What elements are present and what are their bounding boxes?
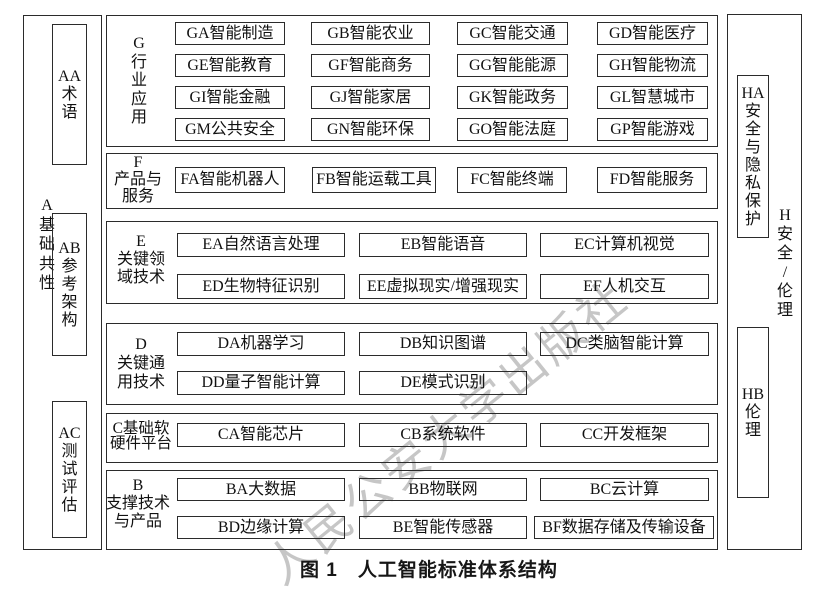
box-fd: FD智能服务 xyxy=(597,167,707,193)
box-gl: GL智慧城市 xyxy=(597,86,708,109)
section-c-frame xyxy=(106,413,718,463)
group-a-label: A 基 础 共 性 xyxy=(38,197,55,292)
box-gf: GF智能商务 xyxy=(311,54,430,77)
box-be: BE智能传感器 xyxy=(359,516,527,539)
box-cc: CC开发框架 xyxy=(540,423,709,447)
box-gh: GH智能物流 xyxy=(597,54,708,77)
box-ge: GE智能教育 xyxy=(175,54,285,77)
box-fc: FC智能终端 xyxy=(457,167,567,193)
group-h-label: H 安 全 / 伦 理 xyxy=(776,207,793,319)
box-ac: AC 测 试 评 估 xyxy=(52,401,87,538)
box-hb: HB 伦 理 xyxy=(737,327,769,498)
box-eb: EB智能语音 xyxy=(359,233,527,257)
section-f-frame xyxy=(106,153,718,209)
section-e-frame xyxy=(106,221,718,304)
box-gn: GN智能环保 xyxy=(311,118,430,141)
section-e-label: E 关键领 域技术 xyxy=(116,233,165,286)
box-ee: EE虚拟现实/增强现实 xyxy=(359,274,527,299)
section-f-label: F 产品与 服务 xyxy=(113,154,162,205)
box-bc: BC云计算 xyxy=(540,478,709,501)
box-gj: GJ智能家居 xyxy=(311,86,430,109)
box-gk: GK智能政务 xyxy=(457,86,568,109)
box-db: DB知识图谱 xyxy=(359,332,527,356)
box-gi: GI智能金融 xyxy=(175,86,285,109)
box-ea: EA自然语言处理 xyxy=(177,233,345,257)
box-bd: BD边缘计算 xyxy=(177,516,345,539)
box-ba: BA大数据 xyxy=(177,478,345,501)
box-bf: BF数据存储及传输设备 xyxy=(534,516,714,539)
section-g-label: G 行 业 应 用 xyxy=(130,35,147,126)
section-b-frame xyxy=(106,470,718,550)
box-ed: ED生物特征识别 xyxy=(177,274,345,299)
box-de: DE模式识别 xyxy=(359,371,527,395)
box-aa: AA 术 语 xyxy=(52,24,87,165)
box-gg: GG智能能源 xyxy=(457,54,568,77)
box-ca: CA智能芯片 xyxy=(177,423,345,447)
section-d-frame xyxy=(106,323,718,405)
box-fb: FB智能运载工具 xyxy=(312,167,436,193)
box-bb: BB物联网 xyxy=(359,478,527,501)
box-dc: DC类脑智能计算 xyxy=(540,332,709,356)
box-ef: EF人机交互 xyxy=(540,274,709,299)
section-d-label: D 关键通 用技术 xyxy=(116,336,165,391)
box-ec: EC计算机视觉 xyxy=(540,233,709,257)
group-a-frame xyxy=(23,15,102,550)
figure-caption: 图 1 人工智能标准体系结构 xyxy=(300,560,558,581)
section-g-frame xyxy=(106,15,718,147)
section-c-label: C基础软 硬件平台 xyxy=(109,420,172,452)
box-go: GO智能法庭 xyxy=(457,118,568,141)
section-b-label: B 支撑技术 与产品 xyxy=(105,477,170,530)
group-h-frame xyxy=(727,14,802,550)
box-cb: CB系统软件 xyxy=(359,423,527,447)
box-fa: FA智能机器人 xyxy=(175,167,285,193)
box-dd: DD量子智能计算 xyxy=(177,371,345,395)
box-gd: GD智能医疗 xyxy=(597,22,708,45)
box-ha: HA 安 全 与 隐 私 保 护 xyxy=(737,75,769,238)
box-gb: GB智能农业 xyxy=(311,22,430,45)
box-gp: GP智能游戏 xyxy=(597,118,708,141)
box-gm: GM公共安全 xyxy=(175,118,285,141)
box-da: DA机器学习 xyxy=(177,332,345,356)
box-ga: GA智能制造 xyxy=(175,22,285,45)
box-gc: GC智能交通 xyxy=(457,22,568,45)
box-ab: AB 参 考 架 构 xyxy=(52,213,87,356)
